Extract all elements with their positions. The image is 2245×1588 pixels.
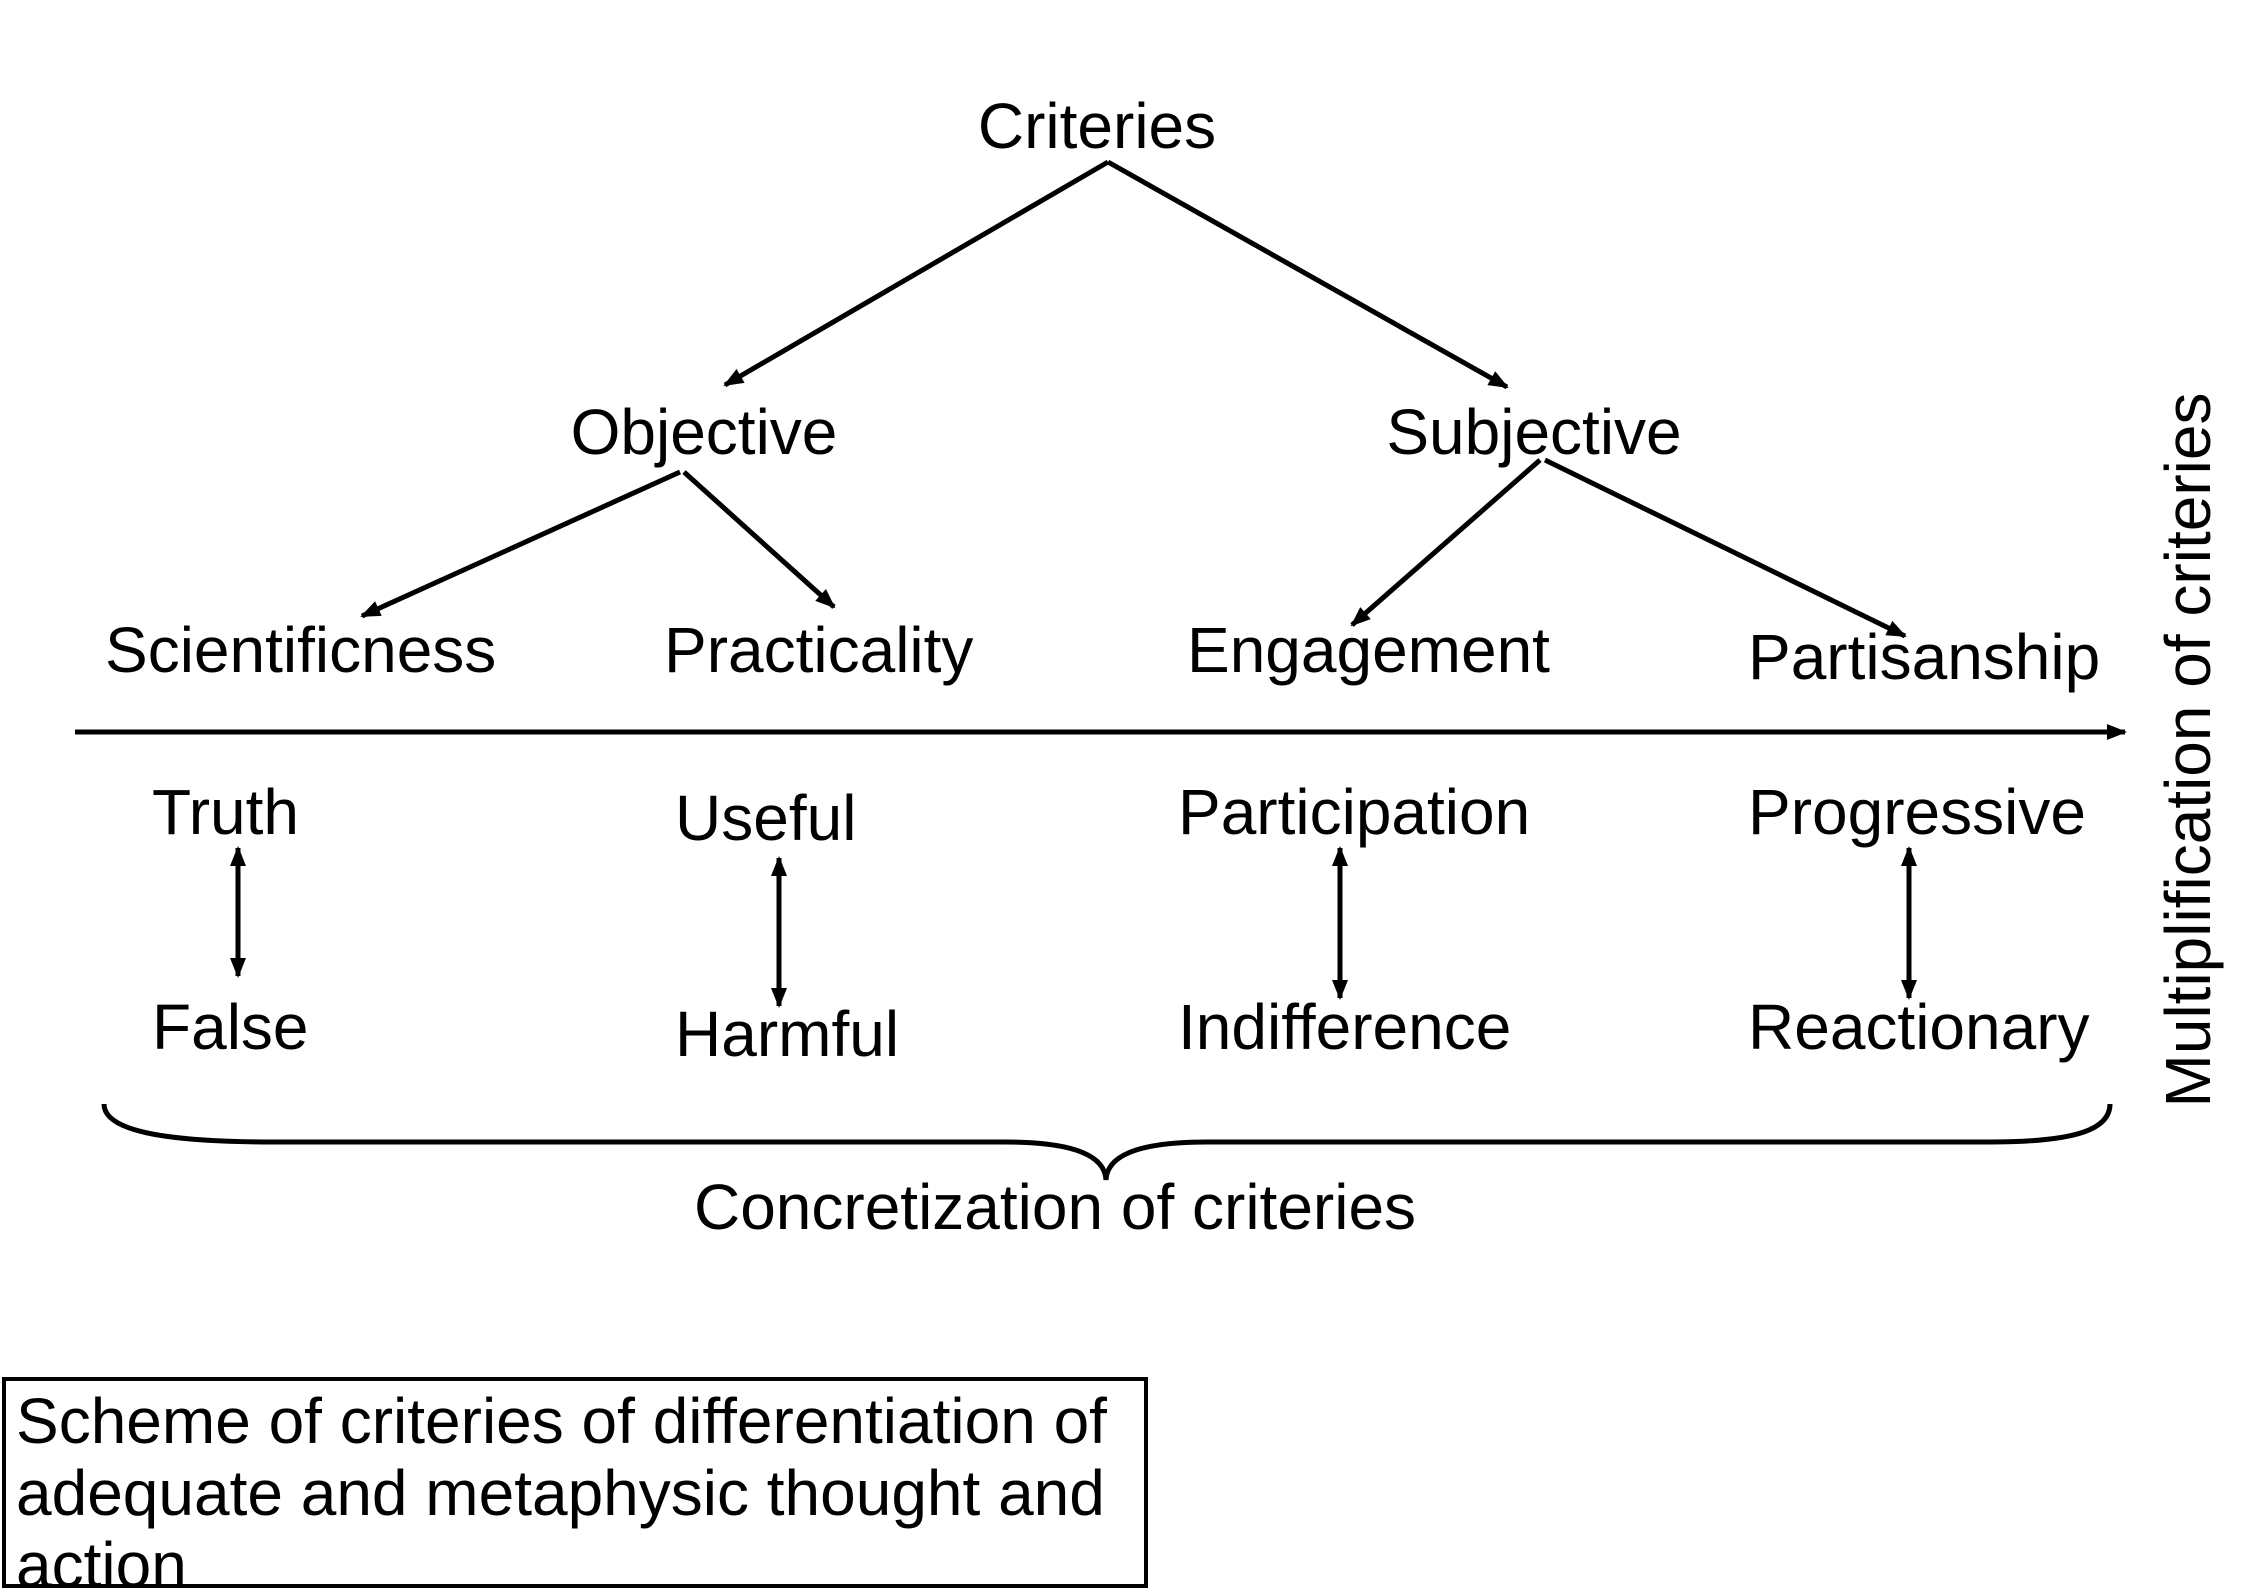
branch-objective-label: Objective (570, 396, 838, 468)
caption-box: Scheme of criteries of differentiation o… (2, 1377, 1148, 1588)
concretization-label: Concretization of criteries (693, 1171, 1417, 1243)
criterion-engagement-label: Engagement (1187, 614, 1550, 686)
multiplication-axis-label: Multiplification of criteries (2152, 392, 2224, 1108)
arrow-criteries-to-objective (723, 159, 1110, 388)
criterion-scientificness-label: Scientificness (105, 614, 497, 686)
criterion-practicality-label: Practicality (664, 614, 974, 686)
pole-harmful-label: Harmful (675, 998, 900, 1070)
branch-subjective-label: Subjective (1386, 396, 1682, 468)
arrow-criteries-to-subjective (1106, 159, 1509, 390)
arrow-subjective-to-engagement (1350, 458, 1542, 627)
pole-false-label: False (152, 991, 309, 1063)
criterion-partisanship-label: Partisanship (1748, 621, 2101, 693)
pole-reactionary-label: Reactionary (1748, 991, 2090, 1063)
arrow-subjective-to-partisanship (1543, 457, 1907, 639)
arrow-objective-to-practicality (682, 470, 836, 609)
pole-indifference-label: Indifference (1178, 991, 1512, 1063)
pole-useful-label: Useful (675, 782, 857, 854)
caption-text: Scheme of criteries of differentiation o… (16, 1385, 1107, 1588)
arrow-objective-to-scientificness (360, 469, 682, 619)
pole-participation-label: Participation (1178, 776, 1531, 848)
root-criteries-label: Criteries (977, 90, 1217, 162)
concretization-brace (101, 1103, 2113, 1181)
pole-truth-label: Truth (152, 776, 299, 848)
pole-progressive-label: Progressive (1748, 776, 2086, 848)
